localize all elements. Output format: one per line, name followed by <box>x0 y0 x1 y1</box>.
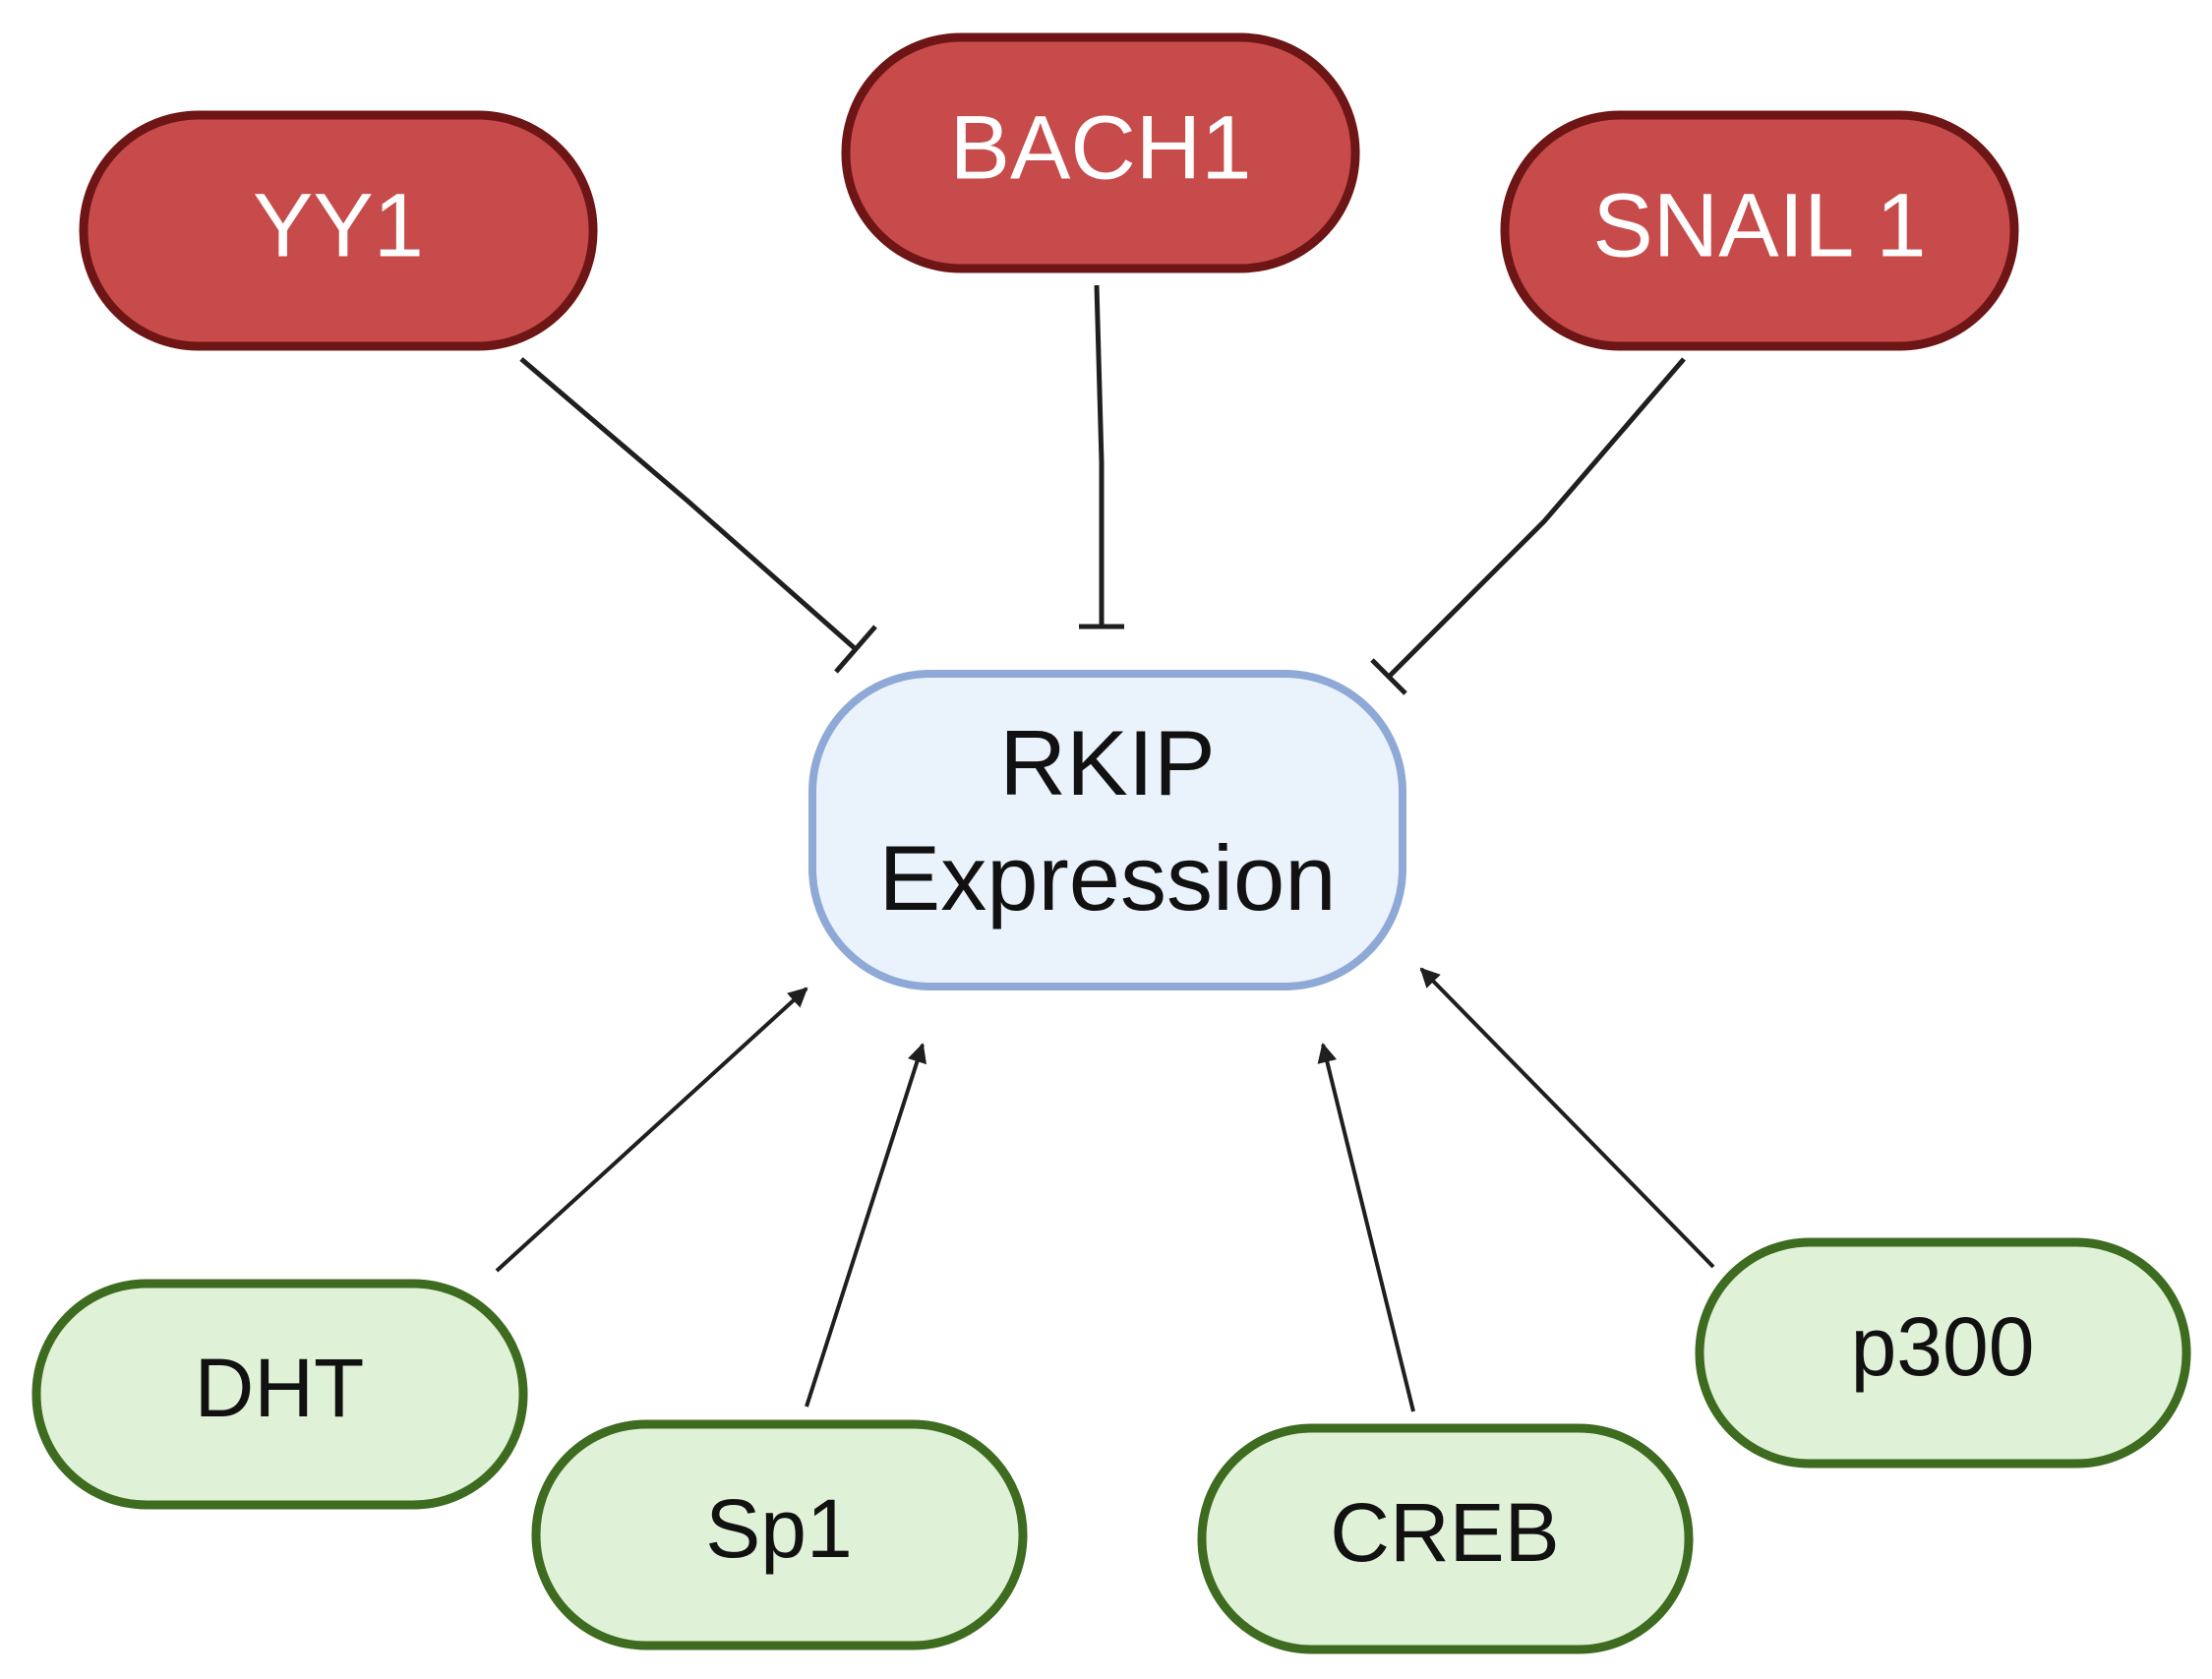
inhibitor-node-yy1: YY1 <box>79 110 598 351</box>
inhibitor-label: YY1 <box>253 175 424 275</box>
activator-label: DHT <box>195 1342 365 1434</box>
yy1-inhibition-bar <box>834 625 877 674</box>
activator-node-p300: p300 <box>1695 1237 2191 1469</box>
activator-label: CREB <box>1330 1486 1559 1579</box>
inhibition-edges <box>519 284 1686 695</box>
p300-activation-arrow <box>1419 967 1715 1269</box>
activator-node-shape <box>31 1279 528 1510</box>
snail1-inhibition-bar <box>1370 658 1407 695</box>
center-node-shape <box>808 670 1406 990</box>
inhibitor-node-shape <box>1500 110 2019 351</box>
dht-activation-arrow <box>495 987 808 1273</box>
center-label-line2: Expression <box>879 826 1337 929</box>
activator-node-creb: CREB <box>1197 1423 1694 1654</box>
activation-edges <box>495 967 1715 1412</box>
activator-label: p300 <box>1851 1300 2035 1393</box>
inhibitor-label: SNAIL 1 <box>1592 175 1926 275</box>
activator-node-shape <box>531 1419 1028 1650</box>
creb-activation-arrow <box>1317 1043 1415 1412</box>
yy1-inhibition-line <box>519 357 858 651</box>
activator-node-shape <box>1197 1423 1694 1654</box>
snail1-inhibition-line <box>1387 357 1686 679</box>
inhibitor-label: BACH1 <box>950 97 1252 198</box>
sp1-activation-arrow <box>805 1043 927 1408</box>
activator-node-sp1: Sp1 <box>531 1419 1028 1650</box>
inhibitor-node-bach1: BACH1 <box>841 32 1360 273</box>
inhibitor-node-snail1: SNAIL 1 <box>1500 110 2019 351</box>
activator-node-dht: DHT <box>31 1279 528 1510</box>
activator-node-shape <box>1695 1237 2191 1469</box>
inhibitor-node-shape <box>79 110 598 351</box>
inhibitor-node-shape <box>841 32 1360 273</box>
bach1-inhibition-line <box>1094 284 1105 627</box>
center-label-line1: RKIP <box>999 711 1215 814</box>
activator-label: Sp1 <box>705 1482 852 1575</box>
center-node-rkip-expression: RKIP Expression <box>808 670 1406 990</box>
